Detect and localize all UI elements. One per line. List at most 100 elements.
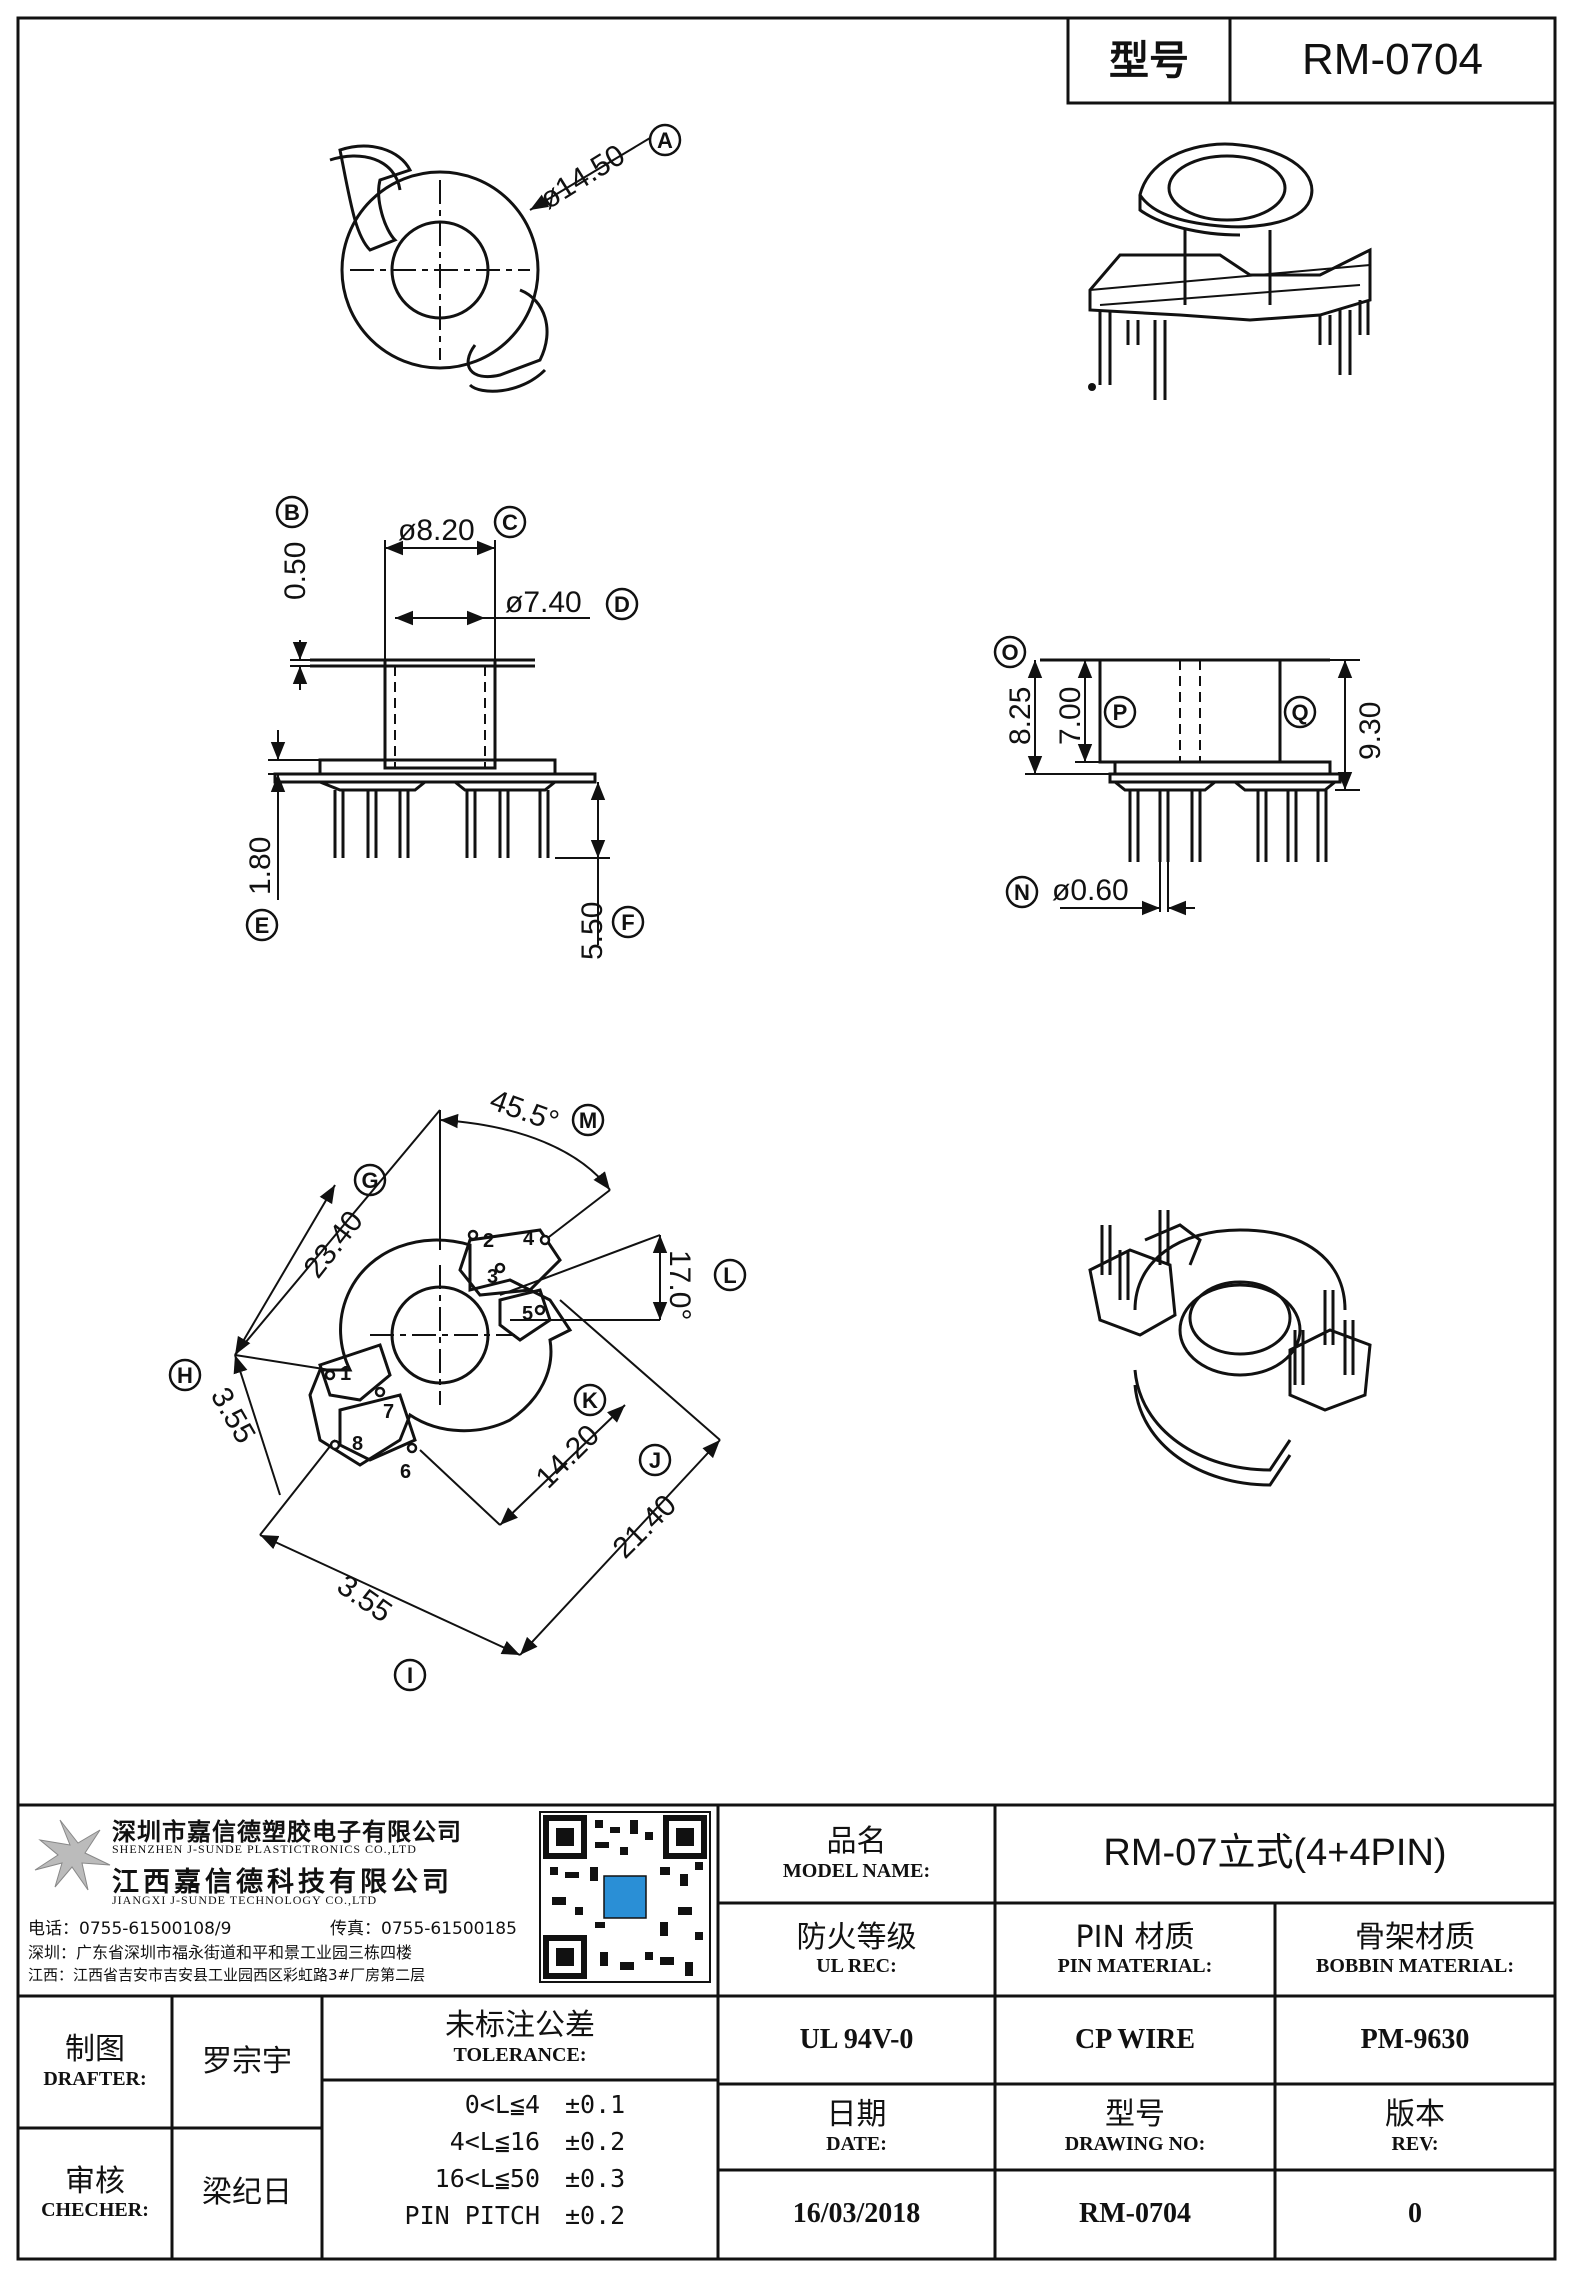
callout-o: O [993,635,1027,669]
top-view [329,137,651,393]
rev-label-cell: 版本 REV: [1277,2086,1553,2168]
dim-n-text: ø0.60 [1052,874,1129,907]
svg-text:L: L [723,1263,736,1288]
callouts: A B C D E F O P Q N M G L K H J I [168,123,1317,1692]
tolerance-range: 16<L≦50 [434,2164,540,2193]
side-view [1025,658,1360,916]
rev-label-en: REV: [1391,2132,1439,2155]
iso-view-top [1088,142,1372,400]
svg-text:B: B [284,500,300,525]
dim-e-text: 1.80 [244,837,277,895]
model-label: 型号 [1109,37,1189,84]
svg-text:A: A [657,128,673,153]
dim-f-text: 5.50 [576,902,609,960]
svg-text:C: C [502,510,518,535]
drafter-value: 罗宗宇 [202,2043,292,2079]
pin-numbers: 2 4 3 5 1 7 8 6 [340,1228,535,1483]
dim-j-text: 21.40 [607,1489,683,1565]
callout-c: C [493,505,527,539]
svg-text:D: D [614,592,630,617]
rev-value: 0 [1408,2198,1422,2230]
date-label-en: DATE: [826,2132,887,2155]
tolerance-value: ±0.1 [565,2090,626,2119]
tolerance-value: ±0.2 [565,2201,626,2230]
company-phone: 电话：0755-61500108/9 [28,1919,232,1939]
ul-value: UL 94V-0 [799,2023,914,2055]
ul-label: 防火等级 [796,1919,917,1955]
ul-label-cell: 防火等级 UL REC: [720,1905,993,1994]
pin-label: 3 [487,1266,498,1288]
title-block-grid [18,1803,1555,2259]
svg-text:H: H [177,1363,193,1388]
bobbin-material-value: PM-9630 [1360,2023,1470,2055]
svg-text:P: P [1113,700,1128,725]
tolerance-label-cell: 未标注公差 TOLERANCE: [324,1998,716,2078]
qr-code [539,1811,711,1983]
company-address-sz: 深圳：广东省深圳市福永街道和平和景工业园三栋四楼 [28,1943,413,1962]
svg-text:K: K [582,1388,598,1413]
dim-d-text: ø7.40 [505,586,582,619]
pin-holes [324,1229,551,1454]
pin-label: 8 [352,1433,363,1455]
svg-text:E: E [255,913,270,938]
checker-value: 梁纪日 [202,2175,292,2211]
callout-h: H [168,1358,202,1392]
ul-label-en: UL REC: [816,1955,897,1978]
date-label: 日期 [826,2097,887,2133]
callout-k: K [573,1383,607,1417]
pin-material-label: PIN 材质 [1075,1919,1195,1955]
tolerance-value: ±0.2 [565,2127,626,2156]
front-view [268,540,610,945]
product-name-value: RM-07立式(4+4PIN) [1103,1832,1447,1875]
checker-label-en: CHECHER: [41,2199,149,2222]
callout-b: B [275,495,309,529]
dim-m-text: 45.5° [486,1084,563,1139]
company-fax: 传真：0755-61500185 [330,1919,517,1939]
svg-text:I: I [407,1663,413,1688]
tolerance-value: ±0.3 [565,2164,626,2193]
tolerance-range: PIN PITCH [404,2201,540,2230]
svg-text:F: F [621,910,634,935]
date-label-cell: 日期 DATE: [720,2086,993,2168]
dim-l-text: 17.0° [663,1250,696,1320]
callout-a: A [648,123,682,157]
drawing-no-label-en: DRAWING NO: [1064,2132,1206,2155]
bobbin-material-label-cell: 骨架材质 BOBBIN MATERIAL: [1277,1905,1553,1994]
dim-a-text: ø14.50 [534,138,631,215]
product-name-label-en: MODEL NAME: [782,1859,931,1882]
company-name-sz-en: SHENZHEN J-SUNDE PLASTICTRONICS CO.,LTD [112,1842,417,1856]
company-logo [34,1819,111,1891]
date-value: 16/03/2018 [792,2198,921,2230]
svg-text:J: J [649,1448,661,1473]
dim-p-text: 7.00 [1054,687,1087,745]
drawing-no-label: 型号 [1105,2097,1165,2133]
callout-i: I [393,1658,427,1692]
product-name-label: 品名 [826,1824,887,1860]
dim-c-text: ø8.20 [398,514,475,547]
dim-g-text: 23.40 [298,1205,370,1284]
callout-n: N [1005,875,1039,909]
drafter-label: 制图 [65,2032,125,2068]
iso-view-bottom [1088,1210,1372,1487]
bottom-view [233,1109,721,1656]
pin-label: 5 [522,1303,533,1325]
bobbin-material-label-en: BOBBIN MATERIAL: [1316,1955,1514,1978]
dim-b-text: 0.50 [279,542,312,600]
pin-label: 1 [340,1363,351,1385]
callout-d: D [605,587,639,621]
dim-h-text: 3.55 [204,1382,262,1449]
bobbin-material-label: 骨架材质 [1355,1919,1475,1955]
checker-label: 审核 [65,2163,125,2199]
model-value: RM-0704 [1302,35,1483,85]
company-address-jx: 江西：江西省吉安市吉安县工业园西区彩虹路3#厂房第二层 [28,1966,426,1984]
pin-material-label-en: PIN MATERIAL: [1057,1955,1213,1978]
dim-q-text: 9.30 [1354,702,1387,760]
tolerance-range: 4<L≦16 [449,2127,540,2156]
pin-label: 4 [523,1228,535,1250]
callout-l: L [713,1258,747,1292]
drawing-no-value: RM-0704 [1079,2198,1191,2230]
callout-q: Q [1283,695,1317,729]
tolerance-label-en: TOLERANCE: [453,2043,587,2066]
callout-m: M [571,1103,605,1137]
